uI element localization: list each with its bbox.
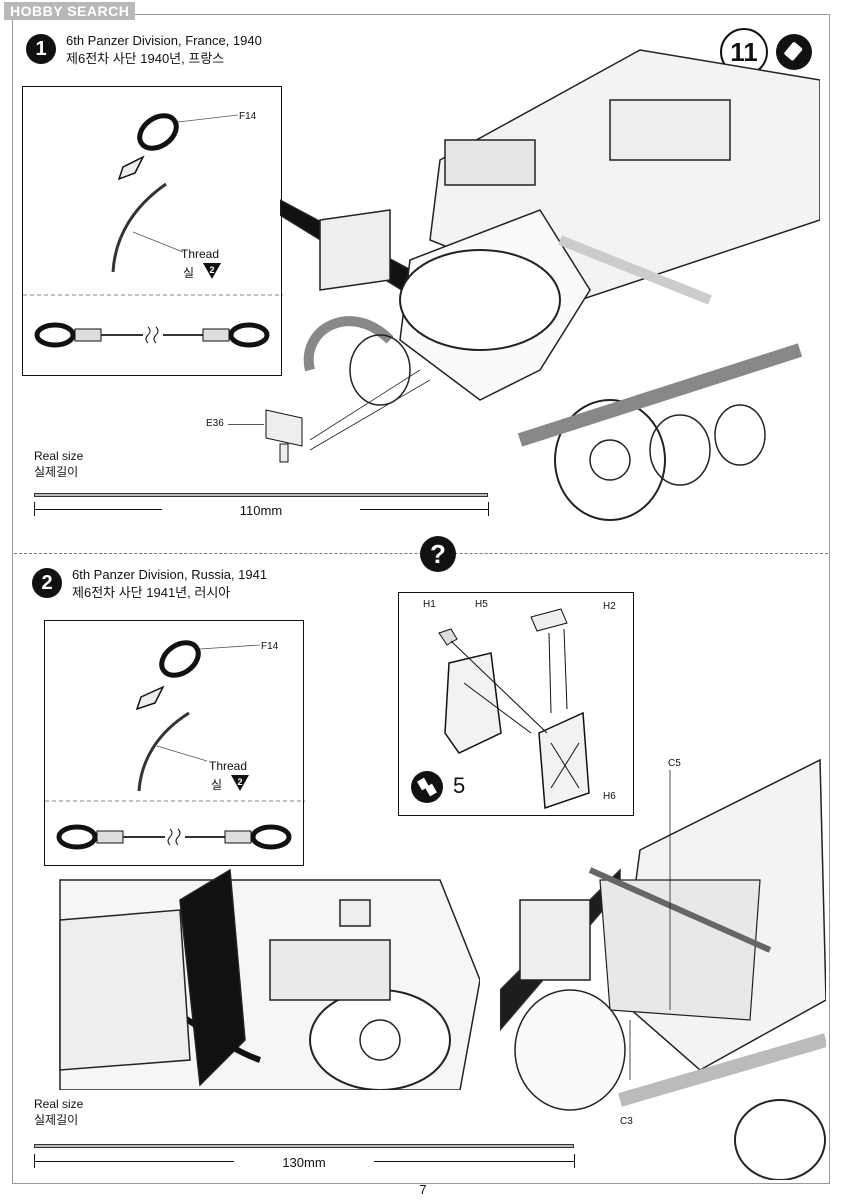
real-size-label-ko-2: 실제길이 <box>34 1113 79 1127</box>
part-e36-leader <box>228 424 264 425</box>
real-size-label-2: Real size <box>34 1097 84 1111</box>
part-c3-label: C3 <box>620 1116 633 1127</box>
variant-1-badge: 1 <box>26 34 56 64</box>
variant-1-title-ko: 제6전차 사단 1940년, 프랑스 <box>66 51 225 66</box>
variant-2-inset: F14 Thread 실 2 <box>44 620 305 866</box>
scale-line-left-2 <box>34 1161 234 1162</box>
page-frame <box>12 14 830 1184</box>
paint-ref-icon-2: 2 <box>231 775 249 791</box>
part-h6-label: H6 <box>603 791 616 802</box>
watermark: HOBBY SEARCH <box>4 2 136 20</box>
glue-icon <box>776 34 812 70</box>
part-h2-label: H2 <box>603 601 616 612</box>
real-size-label: Real size <box>34 449 84 463</box>
question-icon: ? <box>420 536 456 572</box>
thread-label-ko: 실 <box>183 266 195 280</box>
scale-line-right <box>360 509 488 510</box>
variant-2-badge: 2 <box>32 568 62 598</box>
variant-2-title-en: 6th Panzer Division, Russia, 1941 <box>72 567 268 582</box>
scale-line-left <box>34 509 162 510</box>
thread-label-2: Thread <box>209 759 248 773</box>
tank-illustration-top <box>280 49 820 521</box>
part-f14-label: F14 <box>239 111 257 122</box>
part-e36-shape <box>265 409 303 463</box>
part-c5-label: C5 <box>668 758 681 769</box>
repeat-icon <box>411 771 443 803</box>
tank-illustration-bottom-right <box>500 758 826 1180</box>
paint-ref-icon: 2 <box>203 263 221 279</box>
variant-1-real-size: Real size 실제길이 <box>34 448 83 480</box>
part-h5-label: H5 <box>475 599 488 610</box>
scale-line-right-2 <box>374 1161 574 1162</box>
scale-tick-right <box>488 502 489 516</box>
thread-label: Thread <box>181 247 220 261</box>
page-number: 7 <box>419 1182 427 1197</box>
cable-real-size-bar-2 <box>34 1144 574 1148</box>
paint-ref-number: 2 <box>209 265 214 275</box>
paint-ref-number-2: 2 <box>237 777 242 787</box>
jerrycan-diagram <box>438 608 590 810</box>
variant-1-title: 6th Panzer Division, France, 1940 제6전차 사… <box>66 32 262 68</box>
part-e36-label: E36 <box>206 418 224 429</box>
variant-2-title-ko: 제6전차 사단 1941년, 러시아 <box>72 585 231 600</box>
part-h1-label: H1 <box>423 599 436 610</box>
cable-real-size-bar <box>34 493 488 497</box>
thread-label-ko-2: 실 <box>211 778 223 792</box>
scale-tick-right-2 <box>574 1154 575 1168</box>
variant-1-title-en: 6th Panzer Division, France, 1940 <box>66 33 262 48</box>
part-f14-label-2: F14 <box>261 641 279 652</box>
tow-cable-diagram <box>23 113 283 348</box>
real-size-label-ko: 실제길이 <box>34 465 79 479</box>
repeat-count: 5 <box>453 773 466 798</box>
scale-length-130: 130mm <box>282 1155 326 1170</box>
variant-1-inset: F14 Thread 실 2 <box>22 86 283 376</box>
variant-2-title: 6th Panzer Division, Russia, 1941 제6전차 사… <box>72 566 267 602</box>
tank-illustration-bottom-left <box>59 868 480 1090</box>
variant-2-real-size: Real size 실제길이 <box>34 1096 83 1128</box>
scale-length-110: 110mm <box>239 503 283 518</box>
tow-cable-diagram-2 <box>45 640 305 850</box>
jerrycan-subassembly: H1 H5 H2 H6 5 <box>398 592 634 816</box>
